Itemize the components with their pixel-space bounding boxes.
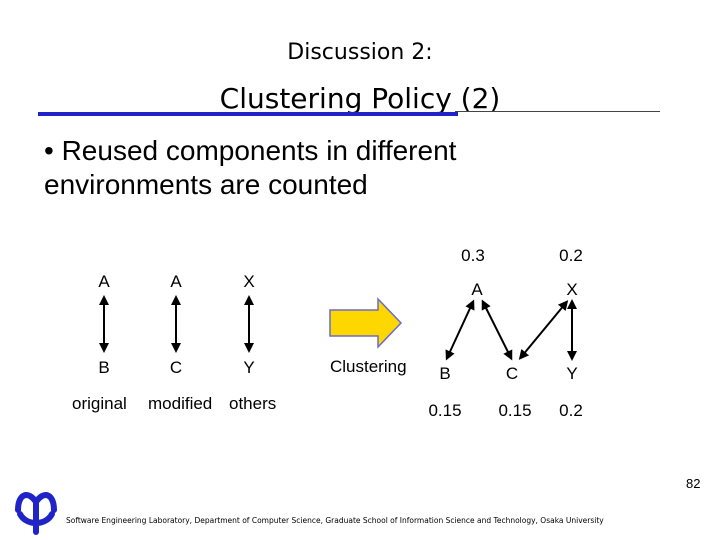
edge-a-b-right: [445, 299, 475, 361]
right-node-b: B: [439, 364, 451, 383]
osaka-university-logo-icon: [15, 492, 57, 535]
title-underline-blue: [38, 112, 458, 116]
caption-original: original: [72, 394, 127, 413]
left-node-b: B: [98, 358, 110, 377]
clustering-arrow: [329, 297, 403, 349]
right-node-y: Y: [566, 364, 578, 383]
value-x: 0.2: [559, 246, 583, 265]
left-node-a-original: A: [98, 272, 110, 291]
value-y: 0.2: [559, 401, 583, 420]
left-node-c: C: [169, 358, 183, 377]
footer-affiliation: Software Engineering Laboratory, Departm…: [66, 516, 604, 525]
bullet-point: • Reused components in different environ…: [44, 135, 457, 200]
right-node-x: X: [566, 280, 578, 299]
left-node-y: Y: [243, 358, 255, 377]
caption-modified: modified: [148, 394, 213, 413]
right-node-c: C: [505, 364, 519, 383]
left-node-a-modified: A: [170, 272, 182, 291]
caption-others: others: [229, 394, 277, 413]
edge-x-c-right: [518, 300, 569, 360]
value-c: 0.15: [498, 401, 532, 420]
slide-title: Clustering Policy (2): [219, 82, 501, 115]
left-node-x-others: X: [243, 272, 255, 291]
right-node-a: A: [471, 280, 483, 299]
slide-subtitle: Discussion 2:: [287, 40, 433, 65]
page-number: 82: [686, 476, 701, 491]
edge-a-c-right: [481, 299, 513, 361]
clustering-label: Clustering: [330, 357, 407, 376]
value-a: 0.3: [461, 246, 485, 265]
title-underline-thin: [455, 111, 660, 112]
value-b: 0.15: [428, 401, 462, 420]
